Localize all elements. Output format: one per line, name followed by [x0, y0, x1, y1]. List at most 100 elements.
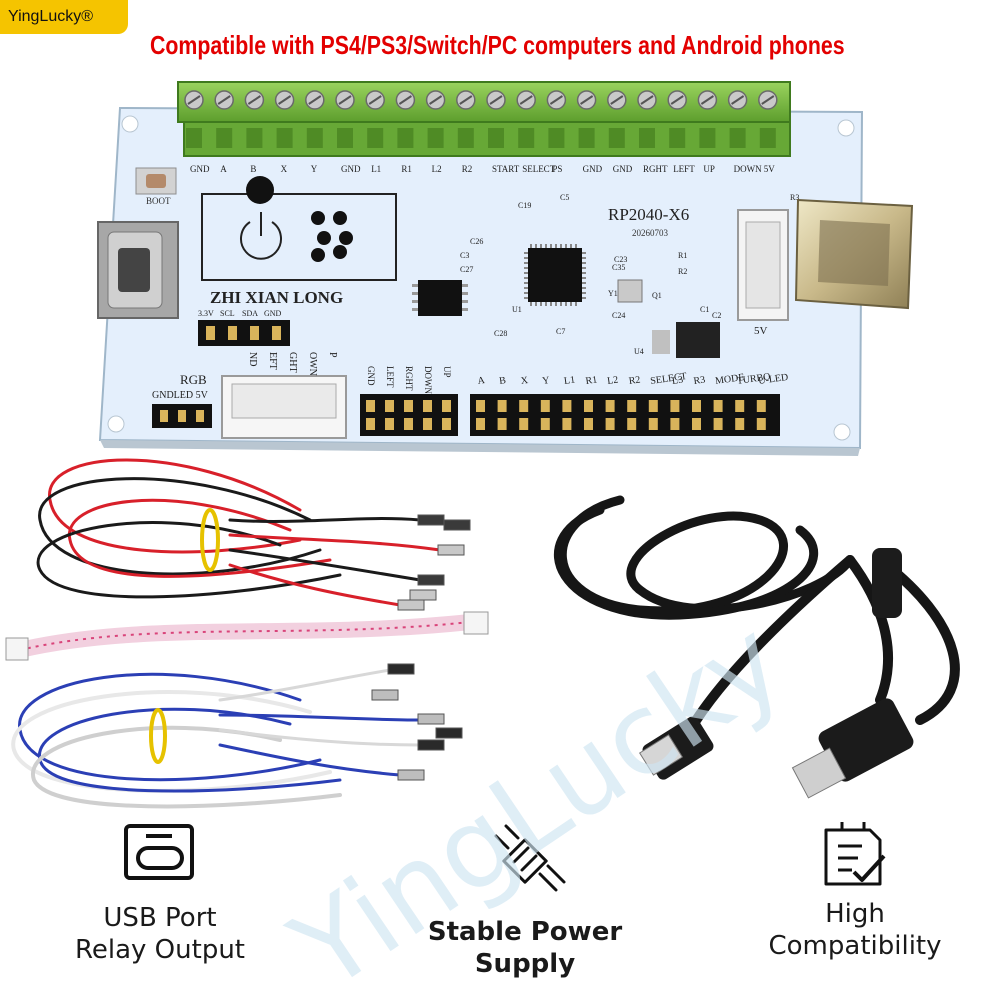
- component-label: C26: [470, 237, 483, 246]
- usb-cable: [554, 495, 960, 735]
- blue-white-wire-harness: [11, 668, 422, 809]
- blue-harness-terminals: [371, 663, 463, 781]
- bottom-pin-label: TURBO: [736, 371, 771, 387]
- component-label: C28: [494, 329, 507, 338]
- i2c-header-label: GND: [264, 309, 282, 318]
- top-pin-label: GND: [583, 164, 603, 174]
- feature-power-label: Stable Power Supply: [410, 916, 640, 980]
- bottom-pin-label: R2: [628, 374, 641, 387]
- top-pin-label: PS: [552, 164, 562, 174]
- wire-terminal: [371, 689, 399, 701]
- component-label: Q1: [652, 291, 662, 300]
- top-pin-label: B: [250, 164, 256, 174]
- rgb-pins: GNDLED 5V: [152, 390, 209, 401]
- component-label: C24: [612, 311, 625, 320]
- brand-mark: ®: [81, 8, 94, 25]
- side-label: P: [327, 352, 338, 358]
- top-pin-label: R2: [462, 164, 473, 174]
- top-pin-label: Y: [311, 164, 318, 174]
- component-label: C35: [612, 263, 625, 272]
- side-label: EFT: [267, 352, 278, 370]
- usb-c-icon: [124, 824, 194, 880]
- bottom-pin-label: RGHT: [404, 366, 414, 391]
- side-label: OWN: [307, 352, 318, 376]
- pink-ribbon-cable: [5, 611, 489, 661]
- feature-power-line-2: Supply: [474, 949, 576, 979]
- component-label: C23: [614, 255, 627, 264]
- component-label: C19: [518, 201, 531, 210]
- component-label: C3: [460, 251, 469, 260]
- side-label: GHT: [287, 352, 298, 373]
- component-label: Y1: [608, 289, 618, 298]
- feature-compat-label: High Compatibility: [750, 898, 960, 962]
- bottom-pin-label: UP: [442, 366, 452, 378]
- red-harness-terminals: [397, 514, 471, 611]
- top-pin-label: A: [220, 164, 227, 174]
- brand-badge: YingLucky®: [0, 0, 128, 34]
- top-pin-label: GND: [613, 164, 633, 174]
- top-pin-label: 5V: [764, 164, 776, 174]
- component-label: C1: [700, 305, 709, 314]
- wire-terminal: [437, 544, 465, 556]
- top-pin-label: DOWN: [734, 164, 762, 174]
- feature-usb-line-2: Relay Output: [74, 935, 245, 965]
- screw-terminal-block: [177, 81, 791, 157]
- bottom-pin-label: A: [477, 375, 486, 387]
- usb-c-receptacle: [97, 221, 179, 319]
- side-label: ND: [247, 352, 258, 366]
- wire-terminal: [417, 739, 445, 751]
- rgb-title: RGB: [180, 372, 207, 387]
- top-pin-label: R1: [401, 164, 412, 174]
- bottom-pin-label: B: [498, 375, 506, 387]
- wire-terminal: [417, 514, 445, 526]
- top-pin-label: GND: [341, 164, 361, 174]
- component-label: R1: [678, 251, 687, 260]
- bottom-pin-label: GND: [366, 366, 376, 386]
- wire-terminal: [435, 727, 463, 739]
- board-logo: ZHI XIAN LONG: [201, 176, 397, 307]
- rgb-header: [152, 404, 212, 428]
- feature-power-line-1: Stable Power: [427, 917, 623, 947]
- white-connector-bottom: [221, 375, 347, 439]
- usb-5v-label: 5V: [754, 325, 768, 337]
- crystal: [617, 279, 643, 303]
- feature-compat-line-1: High: [825, 899, 885, 929]
- i2c-header-label: SCL: [220, 309, 235, 318]
- board-date-code: 20260703: [632, 228, 669, 238]
- component-label: C7: [556, 327, 565, 336]
- wire-terminal: [397, 769, 425, 781]
- feature-usb-label: USB Port Relay Output: [40, 902, 280, 966]
- rp2040-chip: [524, 244, 586, 306]
- maker-label: ZHI XIAN LONG: [210, 288, 343, 307]
- side-labels: ND EFT GHT OWN P: [247, 352, 338, 376]
- board-model: RP2040-X6: [608, 205, 689, 224]
- bottom-pin-label: R3: [693, 374, 706, 387]
- bottom-pin-label: L2: [606, 375, 619, 387]
- bottom-pin-label: R1: [585, 374, 598, 387]
- component-label: C5: [560, 193, 569, 202]
- top-pin-label: LEFT: [673, 164, 695, 174]
- i2c-header-label: SDA: [242, 309, 258, 318]
- feature-compat-line-2: Compatibility: [768, 931, 942, 961]
- white-connector-right: [737, 209, 789, 321]
- feature-usb-line-1: USB Port: [103, 903, 217, 933]
- voltage-regulator: [652, 322, 720, 358]
- top-pin-label: L1: [371, 164, 381, 174]
- component-label: R3: [790, 193, 799, 202]
- component-label: U4: [634, 347, 644, 356]
- top-pin-label: GND: [190, 164, 210, 174]
- top-pin-label: X: [281, 164, 288, 174]
- bottom-pin-label: U-LED: [758, 372, 789, 387]
- wire-terminal: [409, 589, 437, 601]
- flash-chip: [412, 280, 468, 316]
- usb-b-plug: [791, 698, 914, 799]
- i2c-header: [198, 320, 290, 346]
- power-plug-icon: [494, 824, 566, 892]
- headline: Compatible with PS4/PS3/Switch/PC comput…: [150, 30, 845, 60]
- red-black-wire-harness: [36, 458, 442, 607]
- wire-terminal: [417, 713, 445, 725]
